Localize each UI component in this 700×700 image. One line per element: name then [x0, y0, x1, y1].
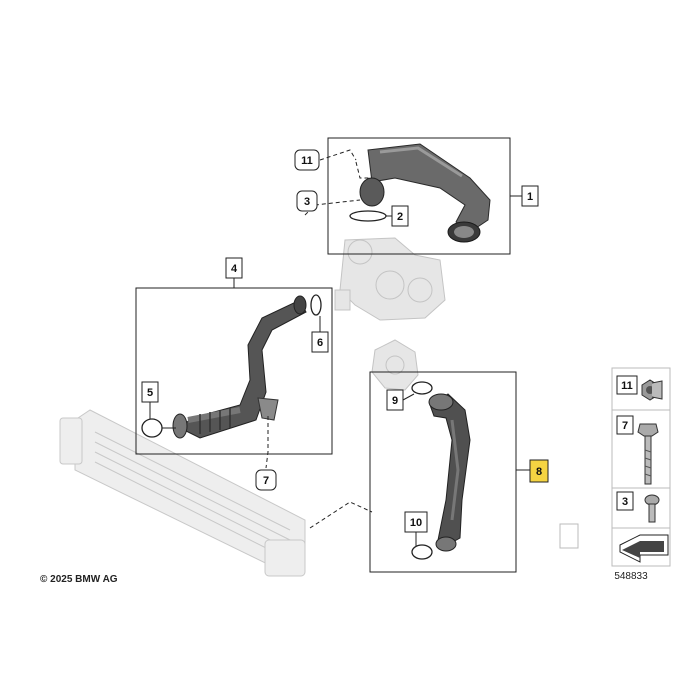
- screw-icon: [644, 494, 660, 523]
- turbocharger-ghost: [334, 237, 446, 321]
- seal-ring-6: [310, 294, 322, 316]
- svg-text:6: 6: [317, 337, 323, 349]
- svg-text:4: 4: [231, 263, 238, 275]
- air-intake-pipe: [359, 143, 491, 243]
- fastener-legend: [611, 367, 671, 567]
- svg-text:7: 7: [622, 420, 628, 432]
- charge-air-pipe-4: [172, 295, 307, 439]
- empty-placeholder-box: [559, 523, 579, 549]
- legend-item-7[interactable]: 7: [616, 415, 659, 485]
- actuator-ghost: [371, 339, 419, 391]
- bolt-icon: [637, 423, 659, 485]
- svg-text:3: 3: [304, 196, 310, 208]
- copyright-notice: © 2025 BMW AG: [40, 574, 118, 585]
- direction-arrow-icon: [619, 534, 669, 563]
- callout-3[interactable]: 3: [296, 190, 318, 212]
- group-box-8: [369, 371, 517, 573]
- svg-text:11: 11: [621, 380, 633, 392]
- diagram-number: 548833: [614, 571, 648, 582]
- nut-icon: [641, 379, 663, 401]
- svg-text:10: 10: [410, 517, 422, 529]
- legend-item-11[interactable]: 11: [616, 375, 663, 401]
- callout-6[interactable]: 6: [311, 331, 329, 353]
- seal-ring-10: [411, 544, 433, 560]
- callout-7[interactable]: 7: [255, 469, 277, 491]
- callout-1[interactable]: 1: [521, 185, 539, 207]
- svg-text:7: 7: [263, 475, 269, 487]
- callout-2[interactable]: 2: [391, 205, 409, 227]
- seal-ring-2: [349, 210, 387, 222]
- leader-line-intercooler: [309, 501, 373, 529]
- svg-text:9: 9: [392, 395, 398, 407]
- callout-4[interactable]: 4: [225, 257, 243, 279]
- callout-9[interactable]: 9: [386, 389, 404, 411]
- callout-10[interactable]: 10: [404, 511, 428, 533]
- charge-air-hose-8: [428, 393, 471, 552]
- svg-text:2: 2: [397, 211, 403, 223]
- legend-item-3[interactable]: 3: [616, 491, 660, 523]
- svg-text:8: 8: [536, 466, 542, 478]
- svg-text:1: 1: [527, 191, 533, 203]
- svg-text:5: 5: [147, 387, 153, 399]
- seal-ring-5: [141, 418, 163, 438]
- callout-11[interactable]: 11: [294, 149, 320, 171]
- svg-text:11: 11: [301, 155, 313, 167]
- leader-line-7: [265, 416, 269, 469]
- seal-ring-9: [411, 381, 433, 395]
- callout-5[interactable]: 5: [141, 381, 159, 403]
- intercooler-ghost: [59, 409, 306, 577]
- svg-text:3: 3: [622, 496, 628, 508]
- callout-8[interactable]: 8: [529, 459, 549, 483]
